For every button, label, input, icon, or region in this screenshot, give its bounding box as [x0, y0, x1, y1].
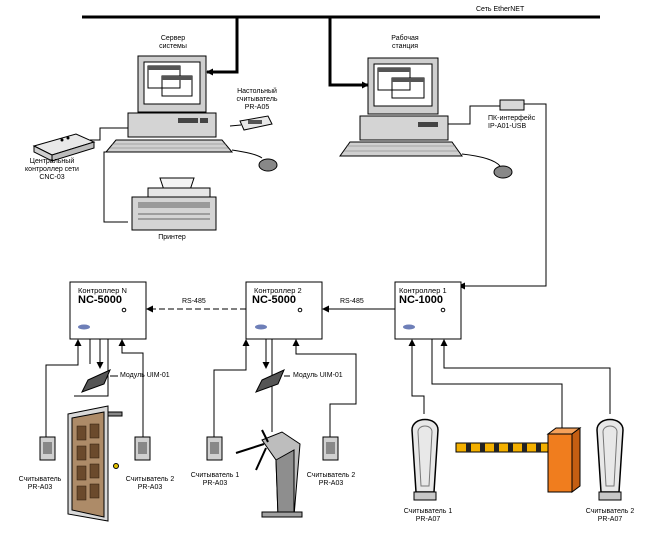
controller-n-box [69, 281, 147, 340]
desk-reader-label-line-1: Настольный [237, 88, 277, 95]
printer-device [103, 151, 217, 231]
desk-reader-label-line-3: PR-A05 [244, 104, 270, 111]
ethernet-link-workstation [328, 17, 369, 89]
central-controller-label-line-3: CNC-03 [39, 174, 65, 181]
reader-pr-a07-2 [596, 418, 624, 501]
controller-1-title: Контроллер 1 [399, 286, 447, 295]
door [67, 405, 123, 522]
reader-a07-1-label-line-1: Считыватель 1 [403, 508, 453, 515]
controller-2-title: Контроллер 2 [254, 286, 302, 295]
controller-n-wiring [45, 339, 144, 437]
controller-1-model: NC-1000 [399, 294, 444, 306]
reader-2-2-label-line-1: Считыватель 2 [306, 472, 356, 479]
reader-n-1-label-line-1: Считыватель [18, 476, 62, 483]
reader-2-2-label-line-2: PR-A03 [318, 480, 344, 487]
server-mouse [231, 149, 278, 172]
reader-n-1 [39, 436, 56, 461]
module-uim-n [80, 369, 118, 393]
module-2-label: Модуль UIM-01 [293, 372, 343, 379]
workstation-label-line-2: станция [391, 43, 419, 50]
controller-2-model: NC-5000 [252, 294, 297, 306]
server-label-line-1: Сервер [160, 35, 186, 42]
reader-2-1 [206, 436, 223, 461]
pc-interface-device [448, 99, 547, 290]
reader-n-2-label-line-2: PR-A03 [137, 484, 163, 491]
ethernet-link-server [206, 17, 239, 76]
controller-2-wiring [213, 339, 357, 437]
reader-n-1-label-line-2: PR-A03 [27, 484, 53, 491]
reader-n-2 [134, 436, 151, 461]
turnstile [235, 429, 303, 518]
barrier [455, 427, 582, 493]
desk-reader-label-line-2: считыватель [236, 96, 278, 103]
rs485-label-n: RS-485 [182, 298, 206, 305]
pc-interface-label-line-2: IP-A01-USB [488, 123, 527, 130]
controller-1-box [394, 281, 462, 340]
workstation-computer [339, 57, 463, 157]
reader-a07-2-label-line-2: PR-A07 [597, 516, 623, 523]
ethernet-label: Сеть EtherNET [476, 6, 525, 13]
printer-label: Принтер [158, 234, 186, 241]
reader-a07-1-label-line-2: PR-A07 [415, 516, 441, 523]
desk-reader-device [229, 115, 273, 131]
pc-interface-label-line-1: ПК-интерфейс [488, 115, 536, 122]
reader-2-1-label-line-2: PR-A03 [202, 480, 228, 487]
workstation-label-line-1: Рабочая [391, 35, 419, 42]
reader-pr-a07-1 [411, 418, 439, 501]
reader-a07-2-label-line-1: Считыватель 2 [585, 508, 635, 515]
central-controller-device [32, 127, 128, 162]
workstation-mouse [461, 153, 513, 179]
controller-n-model: NC-5000 [78, 294, 123, 306]
central-controller-label-line-1: Центральный [29, 158, 75, 165]
server-computer [104, 55, 234, 153]
controller-1-wiring [408, 339, 611, 432]
reader-2-1-label-line-1: Считыватель 1 [190, 472, 240, 479]
server-label-line-2: системы [159, 43, 187, 50]
central-controller-label-line-2: контроллер сети [25, 166, 79, 173]
rs485-label-2: RS-485 [340, 298, 364, 305]
reader-n-2-label-line-1: Считыватель 2 [125, 476, 175, 483]
controller-2-box [245, 281, 323, 340]
controller-n-title: Контроллер N [78, 286, 127, 295]
module-uim-2 [254, 369, 290, 393]
reader-2-2 [322, 436, 339, 461]
module-n-label: Модуль UIM-01 [120, 372, 170, 379]
